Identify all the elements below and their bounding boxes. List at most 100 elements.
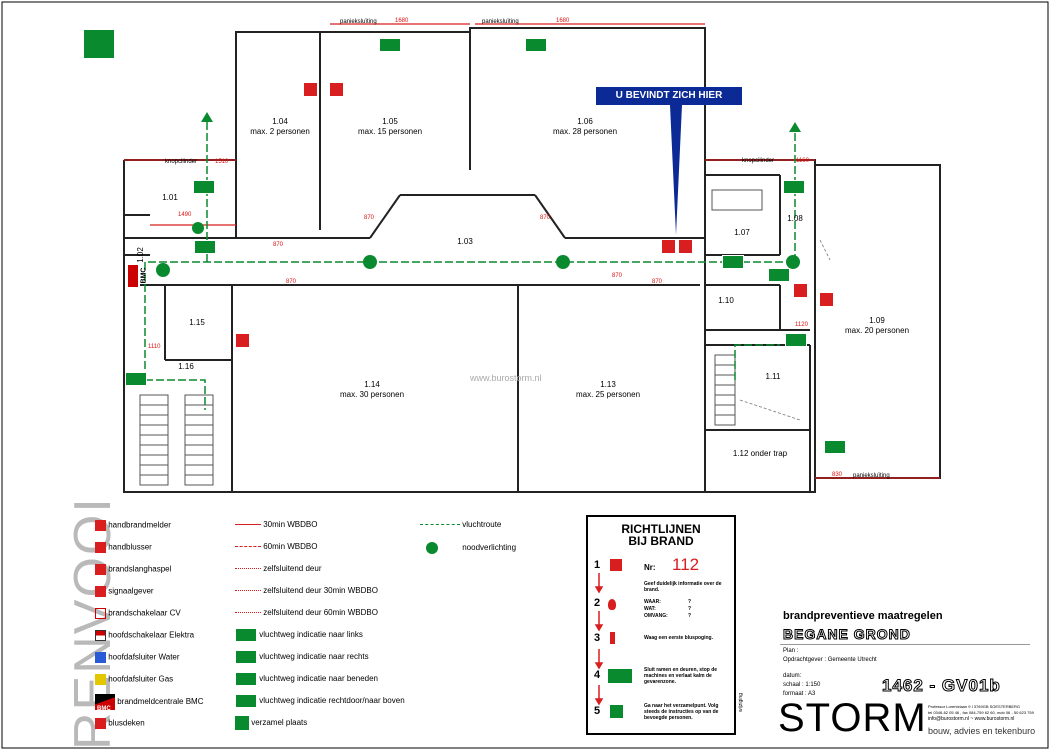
room-1-03-label: 1.03 <box>457 237 473 246</box>
legend-column-lines: 30min WBDBO 60min WBDBO zelfsluitend deu… <box>235 520 405 735</box>
room-1-01-label: 1.01 <box>162 193 178 202</box>
fire-extinguisher-icon <box>95 542 106 553</box>
self-closing-door-icon <box>235 568 261 570</box>
measure-label: 1680 <box>395 18 409 24</box>
room-1-02-label: 1.02 <box>135 247 145 263</box>
revision-label: wijziging <box>738 693 744 712</box>
exit-sign-icon <box>824 440 846 454</box>
measure-label: 1510 <box>215 159 229 165</box>
legend-item: handblusser <box>108 542 152 552</box>
emergency-number-label: Nr: <box>644 563 656 572</box>
water-valve-icon <box>95 652 106 663</box>
client-label: Opdrachtgever : Gemeente Utrecht <box>783 657 877 663</box>
legend-column-equipment: handbrandmelder handblusser brandslangha… <box>95 520 235 735</box>
step5-text: Ga naar het verzamelpunt. Volg steeds de… <box>644 703 719 721</box>
you-are-here-badge: U BEVINDT ZICH HIER <box>596 87 742 105</box>
phone-icon <box>610 559 622 571</box>
measure-label: 1110 <box>148 344 161 350</box>
step-number: 4 <box>594 669 601 681</box>
step1-text: Geef duidelijk informatie over de brand. <box>644 581 722 593</box>
wbdbo-60-line-icon <box>235 546 261 548</box>
measure-label: 1680 <box>556 18 570 24</box>
exit-sign-icon <box>125 372 147 386</box>
extent-value: ? <box>688 613 692 619</box>
legend-item: brandslanghaspel <box>108 564 172 574</box>
room-1-10-label: 1.10 <box>718 296 734 305</box>
company-logo: STORM <box>778 696 927 740</box>
panic-lock-label: panieksluïting <box>340 19 377 25</box>
assembly-point-icon <box>84 30 114 58</box>
company-tagline: bouw, advies en tekenburo <box>928 726 1036 736</box>
room-1-08-label: 1.08 <box>787 214 803 223</box>
fire-extinguisher-icon <box>236 334 249 347</box>
legend-item: 30min WBDBO <box>263 520 318 529</box>
company-phone: tel 0346-62 05 46 , fax 084-759 62 60, m… <box>928 710 1034 715</box>
measure-label: 870 <box>612 273 623 279</box>
wbdbo-30-line-icon <box>235 524 261 526</box>
main-electric-switch-icon <box>95 630 106 641</box>
room-1-12-label: 1.12 onder trap <box>732 449 788 458</box>
flame-icon <box>608 599 616 610</box>
you-are-here-pointer <box>670 105 682 235</box>
step4-text: Sluit ramen en deuren, stop de machines … <box>644 667 718 685</box>
exit-sign-icon <box>194 240 216 254</box>
watermark-text: www.burostorm.nl <box>470 373 542 383</box>
legend-item: hoofdafsluiter Water <box>108 652 180 662</box>
knob-cylinder-label: knopcilinder <box>742 158 775 164</box>
legend-item: vluchtweg indicatie rechtdoor/naar boven <box>259 696 405 706</box>
exit-sign-icon <box>379 38 401 52</box>
fire-blanket-icon <box>95 718 106 729</box>
legend-item: verzamel plaats <box>251 718 308 728</box>
fire-hose-icon <box>679 240 692 253</box>
signal-icon <box>330 83 343 96</box>
room-1-07-label: 1.07 <box>734 228 750 237</box>
legend-item: vluchtweg indicatie naar beneden <box>259 674 378 684</box>
room-1-11-label: 1.11 <box>765 372 781 381</box>
legend-item: brandmeldcentrale BMC <box>117 697 204 707</box>
title-divider <box>780 644 1030 645</box>
bmc-icon <box>95 694 115 710</box>
exit-sign-icon <box>525 38 547 52</box>
legend-item: vluchtroute <box>462 520 502 529</box>
step-arrows <box>595 573 603 706</box>
emergency-light-icon <box>426 542 438 554</box>
legend-item: blusdeken <box>108 718 145 728</box>
signal-icon <box>820 293 833 306</box>
exit-up-icon <box>235 694 257 708</box>
self-closing-door-30-icon <box>235 590 261 592</box>
measure-label: 870 <box>286 279 297 285</box>
fire-hose-icon <box>794 284 807 297</box>
legend-item: handbrandmelder <box>108 520 171 530</box>
bmc-icon-label: BMC <box>97 706 111 712</box>
step-number: 3 <box>594 632 601 644</box>
title-block: brandpreventieve maatregelen BEGANE GRON… <box>748 600 1040 740</box>
measure-label: 870 <box>364 215 375 221</box>
bmc-box <box>128 265 138 287</box>
assembly-point-icon <box>235 716 249 730</box>
legend-item: zelfsluitend deur <box>263 564 322 573</box>
floor-title: BEGANE GROND <box>783 626 911 643</box>
gas-valve-icon <box>95 674 106 685</box>
bmc-label: BMC <box>140 267 148 284</box>
legend-item: noodverlichting <box>462 543 517 553</box>
escape-route-line-icon <box>420 524 460 526</box>
extent-label: OMVANG: <box>644 613 668 619</box>
measure-label: 870 <box>273 242 284 248</box>
assembly-point-icon <box>610 705 623 718</box>
fire-guidelines-card: RICHTLIJNEN BIJ BRAND 1 Nr: 112 Geef dui… <box>586 515 736 735</box>
exit-sign-icon <box>722 255 744 269</box>
exit-down-icon <box>235 672 257 686</box>
card-title-line1: RICHTLIJNEN <box>621 522 701 536</box>
exit-sign-icon <box>768 268 790 282</box>
scale-label: schaal : 1:150 <box>783 682 821 688</box>
legend-item: brandschakelaar CV <box>108 608 181 618</box>
legend-item: vluchtweg indicatie naar links <box>259 630 363 640</box>
step3-text: Waag een eerste bluspoging. <box>644 635 713 641</box>
exit-left-icon <box>235 628 257 642</box>
legend-item: zelfsluitend deur 30min WBDBO <box>263 586 378 595</box>
exit-sign-icon <box>608 669 632 683</box>
company-address: Professor Lorentzlaan 9 I 3769GB SOESTER… <box>928 704 1021 709</box>
